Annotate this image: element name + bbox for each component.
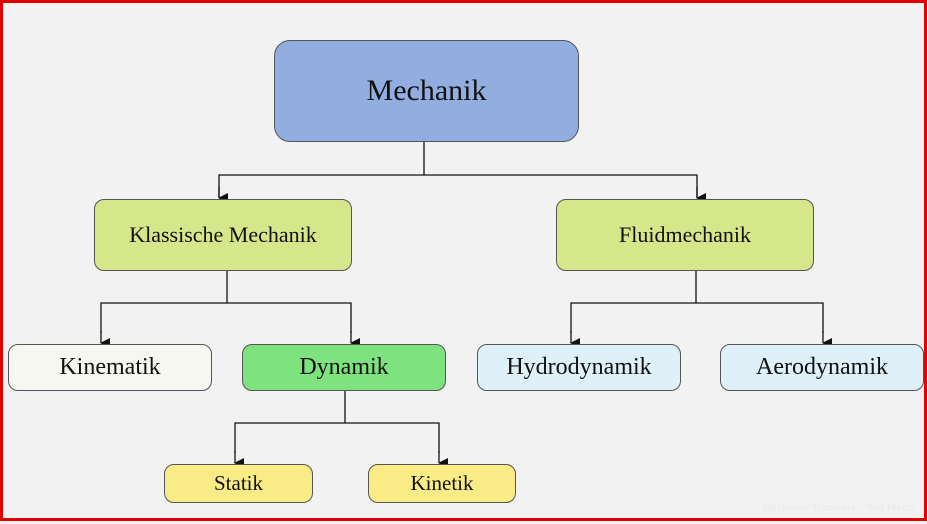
node-kinematik: Kinematik [8,344,212,391]
node-klassische-mechanik: Klassische Mechanik [94,199,352,271]
node-mechanik-label: Mechanik [366,74,487,107]
node-statik: Statik [164,464,313,503]
node-statik-label: Statik [213,471,263,495]
node-fluidmechanik-label: Fluidmechanik [619,222,751,247]
edge-klassische-children [100,271,352,333]
node-kinematik-label: Kinematik [59,354,161,380]
node-aerodynamik-label: Aerodynamik [756,354,888,380]
node-mechanik: Mechanik [274,40,579,142]
node-aerodynamik: Aerodynamik [720,344,924,391]
node-hydrodynamik-label: Hydrodynamik [506,354,652,380]
node-fluidmechanik: Fluidmechanik [556,199,814,271]
edge-fluid-children [570,271,824,333]
edge-root-children [218,142,698,197]
connector-lines [100,142,832,468]
node-hydrodynamik: Hydrodynamik [477,344,681,391]
node-dynamik: Dynamik [242,344,446,391]
node-klassische-mechanik-label: Klassische Mechanik [129,222,317,247]
edge-dynamik-children [234,391,440,453]
node-dynamik-label: Dynamik [299,354,389,380]
node-kinetik: Kinetik [368,464,516,503]
node-kinetik-label: Kinetik [410,471,474,495]
watermark: Mechanik Tragwerk · Teil Mech [761,503,914,514]
